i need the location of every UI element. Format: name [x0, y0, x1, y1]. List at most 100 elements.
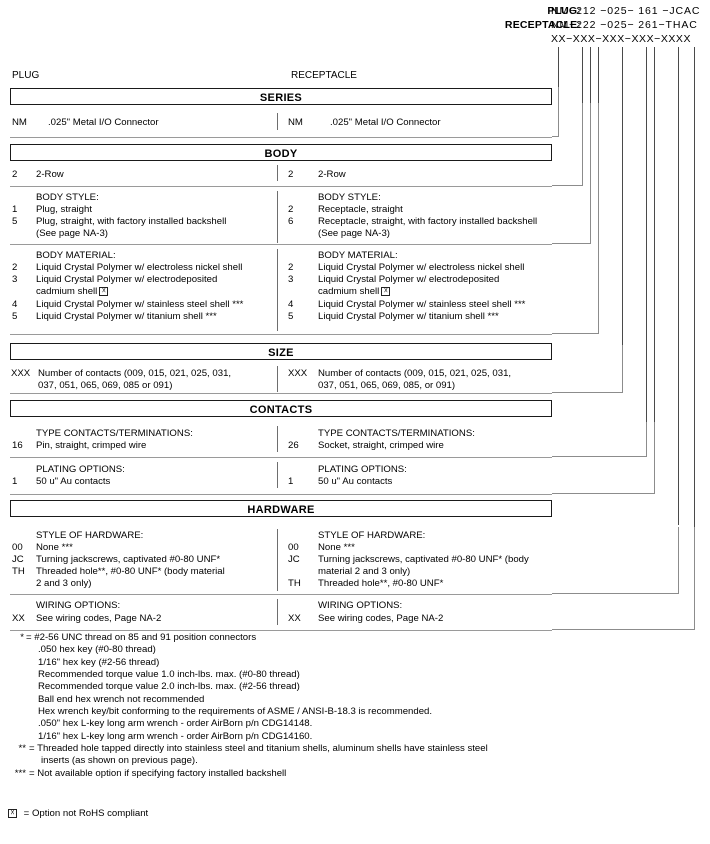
section-title-hardware: HARDWARE [247, 504, 315, 516]
body-material-receptacle-desc-3-text: cadmium shell [318, 286, 380, 297]
bracket-plating [552, 422, 655, 494]
footnote-asterisk-line-3-row: 1/16" hex key (#2-56 thread) [8, 657, 608, 669]
hardware-style-plug-code-3: TH [12, 566, 25, 577]
hardware-style-plug-desc-4: 2 and 3 only) [36, 578, 92, 589]
hardware-style-receptacle-desc-2: Turning jackscrews, captivated #0-80 UNF… [318, 554, 529, 565]
footnote-asterisk-line-3: 1/16" hex key (#2-56 thread) [38, 656, 160, 668]
footnote-asterisk-mark: * [20, 632, 24, 643]
rule-after-body-material [10, 334, 552, 335]
footnote-asterisk-line-7: Hex wrench key/bit conforming to the req… [38, 706, 433, 718]
body-style-receptacle-desc-1: Receptacle, straight [318, 204, 403, 215]
section-bar-body: BODY [10, 144, 552, 161]
section-bar-size: SIZE [10, 343, 552, 360]
body-style-receptacle-heading: BODY STYLE: [318, 192, 381, 203]
column-header-plug-label: PLUG [12, 70, 40, 81]
rule-after-series [10, 137, 552, 138]
part-number-receptacle-value: NM−222 −025− 261−THAC [551, 19, 698, 31]
body-style-plug-desc-2: Plug, straight, with factory installed b… [36, 216, 227, 227]
body-material-receptacle-desc-1: Liquid Crystal Polymer w/ electroless ni… [318, 262, 525, 273]
part-number-plug-row: PLUG: NM−212 −025− 161 −JCAC [0, 4, 710, 19]
rule-after-body-row [10, 186, 552, 187]
bracket-wiring [552, 527, 695, 630]
wiring-receptacle-code: XX [288, 613, 301, 624]
body-material-receptacle-heading: BODY MATERIAL: [318, 250, 398, 261]
footnote-asterisk: * = #2-56 UNC thread on 85 and 91 positi… [8, 632, 608, 644]
contact-type-plug-heading: TYPE CONTACTS/TERMINATIONS: [36, 428, 193, 439]
wiring-plug-desc: See wiring codes, Page NA-2 [36, 613, 162, 624]
leader-line-body-row [582, 47, 583, 158]
body-material-receptacle-desc-4: Liquid Crystal Polymer w/ stainless stee… [318, 299, 526, 310]
footnotes: * = #2-56 UNC thread on 85 and 91 positi… [8, 632, 608, 780]
body-material-plug-desc-3: cadmium shell☓ [36, 286, 109, 297]
hardware-style-receptacle-desc-1: None *** [318, 542, 355, 553]
body-material-plug-desc-2: Liquid Crystal Polymer w/ electrodeposit… [36, 274, 218, 285]
contact-type-receptacle-desc: Socket, straight, crimped wire [318, 440, 444, 451]
body-material-plug-desc-1: Liquid Crystal Polymer w/ electroless ni… [36, 262, 243, 273]
wiring-receptacle-heading: WIRING OPTIONS: [318, 600, 403, 611]
column-divider-body-row [277, 165, 278, 181]
hardware-style-plug-desc-2: Turning jackscrews, captivated #0-80 UNF… [36, 554, 221, 565]
body-style-plug-code-2: 5 [12, 216, 18, 227]
body-row-receptacle-desc: 2-Row [318, 169, 346, 180]
rohs-noncompliant-icon: ☓ [381, 286, 391, 296]
hardware-style-plug-code-2: JC [12, 554, 24, 565]
column-header-plug: PLUG [12, 70, 39, 82]
plating-receptacle-desc: 50 u" Au contacts [318, 476, 393, 487]
rule-after-hardware-style [10, 594, 552, 595]
body-material-plug-heading: BODY MATERIAL: [36, 250, 116, 261]
plating-receptacle-code: 1 [288, 476, 294, 487]
column-divider-hardware-style [277, 529, 278, 591]
plating-plug-heading: PLATING OPTIONS: [36, 464, 125, 475]
footnote-asterisk-line-8: .050" hex L-key long arm wrench - order … [38, 718, 313, 730]
size-receptacle-code: XXX [288, 368, 308, 379]
part-number-plug-label: PLUG: [547, 5, 581, 17]
rule-after-plating [10, 494, 552, 495]
series-receptacle-code: NM [288, 117, 303, 128]
hardware-style-receptacle-desc-4: Threaded hole**, #0-80 UNF* [318, 578, 444, 589]
section-bar-hardware: HARDWARE [10, 500, 552, 517]
footnote-double-asterisk-mark: ** [18, 743, 26, 755]
series-plug-desc: .025" Metal I/O Connector [48, 117, 159, 128]
bracket-body-row [552, 103, 583, 186]
rule-after-contact-type [10, 457, 552, 458]
footnote-asterisk-line-4: Recommended torque value 1.0 inch-lbs. m… [38, 669, 300, 681]
plating-receptacle-heading: PLATING OPTIONS: [318, 464, 407, 475]
section-title-body: BODY [264, 148, 298, 160]
footnote-asterisk-line-9-row: 1/16" hex L-key long arm wrench - order … [8, 731, 608, 743]
footnote-asterisk-line-6: Ball end hex wrench not recommended [38, 693, 205, 705]
rule-after-size [10, 393, 552, 394]
column-header-receptacle: RECEPTACLE [291, 70, 357, 82]
part-number-plug-value: NM−212 −025− 161 −JCAC [551, 5, 701, 17]
body-material-plug-desc-3-text: cadmium shell [36, 286, 98, 297]
section-title-size: SIZE [268, 347, 294, 359]
section-bar-series: SERIES [10, 88, 552, 105]
series-plug-code: NM [12, 117, 27, 128]
footnote-triple-asterisk: *** = Not available option if specifying… [8, 768, 608, 780]
part-number-mask-value: XX−XXX−XXX−XXX−XXXX [551, 33, 692, 45]
section-title-series: SERIES [259, 92, 303, 104]
section-title-contacts: CONTACTS [249, 404, 313, 416]
footnote-asterisk-line-2: .050 hex key (#0-80 thread) [38, 644, 156, 656]
bracket-contacts-type [552, 422, 647, 457]
hardware-style-plug-code-1: 00 [12, 542, 23, 553]
leader-line-series [558, 47, 559, 104]
hardware-style-receptacle-code-4: TH [288, 578, 301, 589]
hardware-style-plug-desc-3: Threaded hole**, #0-80 UNF* (body materi… [36, 566, 225, 577]
body-material-receptacle-desc-5: Liquid Crystal Polymer w/ titanium shell… [318, 311, 499, 322]
size-plug-code: XXX [11, 368, 31, 379]
body-row-plug-desc: 2-Row [36, 169, 64, 180]
bracket-body-material [552, 103, 599, 334]
leader-line-wiring [694, 47, 695, 602]
body-style-receptacle-code-1: 2 [288, 204, 294, 215]
rule-after-wiring [10, 630, 552, 631]
wiring-plug-code: XX [12, 613, 25, 624]
body-material-plug-desc-5: Liquid Crystal Polymer w/ titanium shell… [36, 311, 217, 322]
footnote-asterisk-line-5: Recommended torque value 2.0 inch-lbs. m… [38, 681, 300, 693]
series-receptacle-desc: .025" Metal I/O Connector [330, 117, 441, 128]
contact-type-plug-desc: Pin, straight, crimped wire [36, 440, 147, 451]
body-material-plug-code-1: 2 [12, 262, 18, 273]
footnote-double-asterisk-line-1: = Threaded hole tapped directly into sta… [29, 743, 488, 755]
body-material-plug-code-5: 5 [12, 311, 18, 322]
wiring-plug-heading: WIRING OPTIONS: [36, 600, 121, 611]
column-divider-size [277, 366, 278, 392]
